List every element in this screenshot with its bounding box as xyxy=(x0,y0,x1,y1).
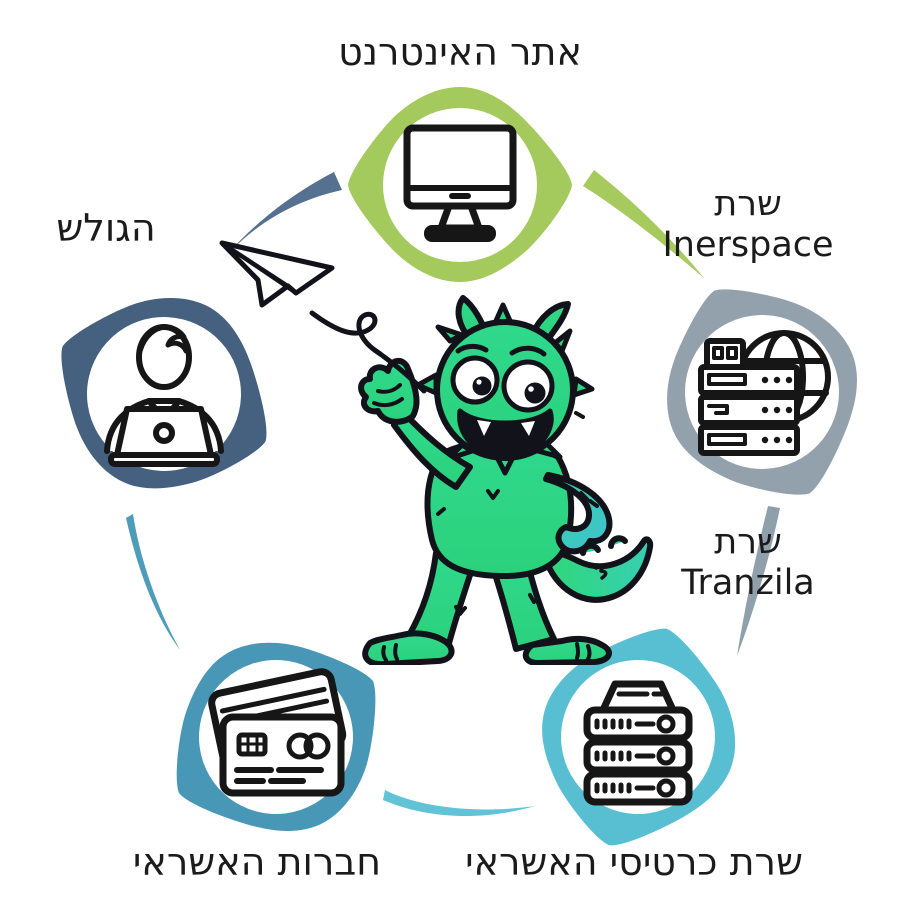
node-user xyxy=(49,279,279,509)
mascot-face xyxy=(450,343,555,458)
node-credit-companies xyxy=(161,622,391,852)
server-globe-icon xyxy=(698,330,831,456)
label-tranzila-server: שרת Tranzila xyxy=(681,522,815,604)
label-credit-companies: חברות האשראי xyxy=(132,840,382,884)
arc-creditserver-creditcompanies xyxy=(383,790,535,817)
arc-website-user xyxy=(218,172,342,265)
mascot-legs xyxy=(362,550,612,665)
green-monster-mascot xyxy=(358,295,654,665)
paper-plane xyxy=(219,240,335,308)
server-stack-icon xyxy=(583,680,693,806)
mascot-fur-marks xyxy=(436,411,585,616)
credit-cards-icon xyxy=(208,668,347,797)
label-user: הגולש xyxy=(56,206,156,250)
label-website: אתר האינטרנט xyxy=(338,30,582,74)
node-website xyxy=(345,70,575,300)
node-inerspace-server xyxy=(647,277,877,507)
mascot-tail xyxy=(542,535,654,603)
mascot-arm-hip xyxy=(543,472,613,555)
person-laptop-icon xyxy=(104,324,224,467)
arc-inerspace-creditserver xyxy=(737,506,780,656)
desktop-monitor-icon xyxy=(403,124,517,242)
label-credit-card-server: שרת כרטיסי האשראי xyxy=(465,840,803,884)
paper-plane-icon xyxy=(219,240,427,394)
arc-user-creditcompanies xyxy=(126,514,180,650)
squiggle-trail xyxy=(309,310,427,394)
label-inerspace-server: שרת Inerspace xyxy=(662,184,834,266)
mascot-arm-raised xyxy=(358,358,473,490)
node-credit-card-server xyxy=(523,622,753,852)
arc-website-inerspace xyxy=(583,170,704,278)
